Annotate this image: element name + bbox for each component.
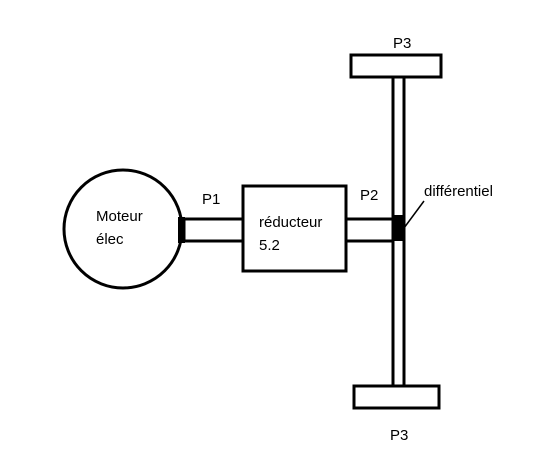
wheel-top xyxy=(349,53,443,79)
motor-output-flange xyxy=(178,217,185,243)
differential-label: différentiel xyxy=(424,183,493,200)
wheel-top-label: P3 xyxy=(393,35,411,52)
motor-circle xyxy=(62,168,184,290)
shaft-p2 xyxy=(344,217,396,243)
motor-label-line2: élec xyxy=(96,231,124,248)
wheel-bottom-label: P3 xyxy=(390,427,408,444)
differential-leader-line xyxy=(403,200,425,229)
differential-block xyxy=(393,215,404,241)
reducer-label-line2: 5.2 xyxy=(259,237,280,254)
motor-label-line1: Moteur xyxy=(96,208,143,225)
wheel-bottom xyxy=(352,384,441,410)
reducer-label-line1: réducteur xyxy=(259,214,322,231)
shaft-p2-label: P2 xyxy=(360,187,378,204)
shaft-p1-label: P1 xyxy=(202,191,220,208)
shaft-p1 xyxy=(182,217,246,243)
reducer-box xyxy=(241,184,348,273)
